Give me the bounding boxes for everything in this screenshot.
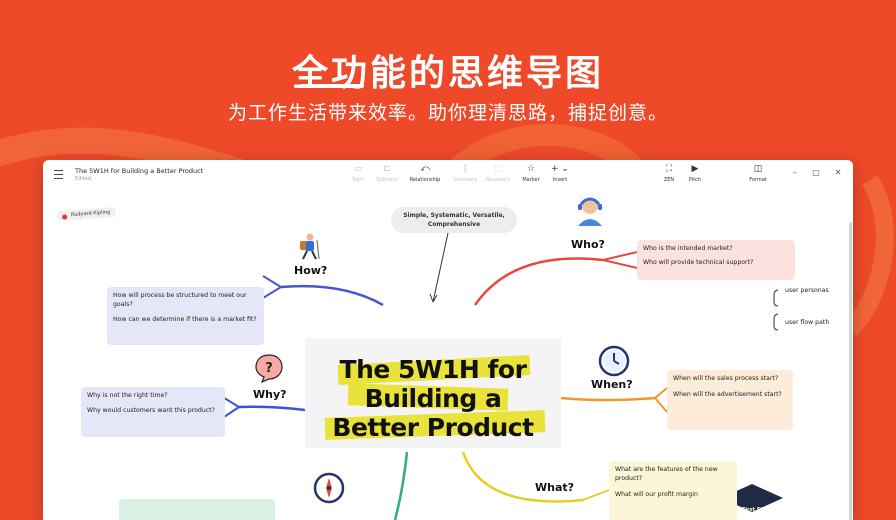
summary-icon: ⟧ bbox=[462, 164, 468, 174]
minimize-icon[interactable]: – bbox=[793, 168, 797, 177]
marker-button[interactable]: ☆ Marker bbox=[514, 164, 548, 188]
maximize-icon[interactable]: □ bbox=[812, 168, 820, 177]
branch-when-label[interactable]: When? bbox=[591, 378, 633, 391]
clock-icon bbox=[598, 345, 630, 381]
who-topic-box[interactable]: Who is the intended market? Who will pro… bbox=[637, 240, 795, 280]
format-panel-icon: ◫ bbox=[753, 164, 763, 174]
topic-icon: ▭ bbox=[353, 164, 363, 174]
branch-what-label[interactable]: What? bbox=[535, 481, 575, 494]
when-topic-box[interactable]: When will the sales process start? When … bbox=[667, 370, 793, 430]
relationship-icon: ⤺ bbox=[420, 164, 430, 174]
summary-button[interactable]: ⟧ Summary bbox=[448, 164, 482, 188]
first-step-label: First Step bbox=[742, 507, 770, 513]
how-topic-box[interactable]: How will process be structured to meet o… bbox=[107, 287, 264, 345]
compass-icon bbox=[313, 472, 345, 508]
toolbar: The 5W1H for Building a Better Product E… bbox=[43, 160, 853, 191]
hero-title: 全功能的思维导图 bbox=[291, 53, 604, 94]
boundary-icon: ⬚ bbox=[493, 164, 503, 174]
document-title[interactable]: The 5W1H for Building a Better Product bbox=[75, 167, 204, 175]
svg-text:?: ? bbox=[265, 361, 273, 376]
branch-why-label[interactable]: Why? bbox=[253, 388, 287, 401]
hiker-icon bbox=[295, 232, 321, 264]
insert-button[interactable]: + ⌄ Insert bbox=[543, 164, 577, 188]
plus-icon: + ⌄ bbox=[551, 164, 569, 174]
what-topic-box[interactable]: What are the features of the new product… bbox=[609, 461, 737, 520]
why-topic-box[interactable]: Why is not the right time? Why would cus… bbox=[81, 387, 225, 437]
central-topic-text: The 5W1H for Building a Better Product bbox=[332, 355, 534, 442]
support-agent-icon bbox=[573, 194, 607, 230]
play-icon: ▶ bbox=[691, 164, 699, 174]
branch-how-label[interactable]: How? bbox=[294, 264, 328, 277]
expand-icon: ⛶ bbox=[665, 164, 673, 174]
document-status: Edited bbox=[75, 176, 91, 182]
hero-subtitle: 为工作生活带来效率。助你理清思路，捕捉创意。 bbox=[227, 102, 668, 124]
question-mark-icon: ? bbox=[254, 353, 284, 387]
relationship-button[interactable]: ⤺ Relationship bbox=[409, 164, 441, 183]
format-button[interactable]: ◫ Format bbox=[741, 164, 775, 188]
who-sub-user-flow-path[interactable]: user flow path bbox=[785, 319, 830, 326]
subtopic-button[interactable]: ⊏ Subtopic bbox=[370, 164, 404, 188]
pitch-button[interactable]: ▶ Pitch bbox=[678, 164, 712, 188]
mindmap-canvas[interactable]: Rudyard Kipling Simple, Systematic, Vers… bbox=[43, 190, 853, 520]
topic-button[interactable]: ▭ Topic bbox=[341, 164, 375, 188]
star-icon: ☆ bbox=[526, 164, 536, 174]
boundary-button[interactable]: ⬚ Boundary bbox=[481, 164, 515, 188]
floating-note[interactable]: Simple, Systematic, Versatile, Comprehen… bbox=[391, 207, 517, 233]
title-underline bbox=[300, 84, 364, 88]
branch-who-label[interactable]: Who? bbox=[571, 238, 605, 251]
where-topic-box[interactable] bbox=[119, 499, 275, 520]
subtopic-icon: ⊏ bbox=[383, 164, 391, 174]
close-icon[interactable]: ✕ bbox=[834, 168, 842, 177]
vertical-scrollbar[interactable] bbox=[849, 222, 852, 520]
zen-button[interactable]: ⛶ ZEN bbox=[652, 164, 686, 188]
menu-icon[interactable] bbox=[54, 170, 63, 179]
app-window: The 5W1H for Building a Better Product E… bbox=[43, 160, 853, 520]
who-sub-user-personas[interactable]: user personas bbox=[785, 287, 829, 294]
